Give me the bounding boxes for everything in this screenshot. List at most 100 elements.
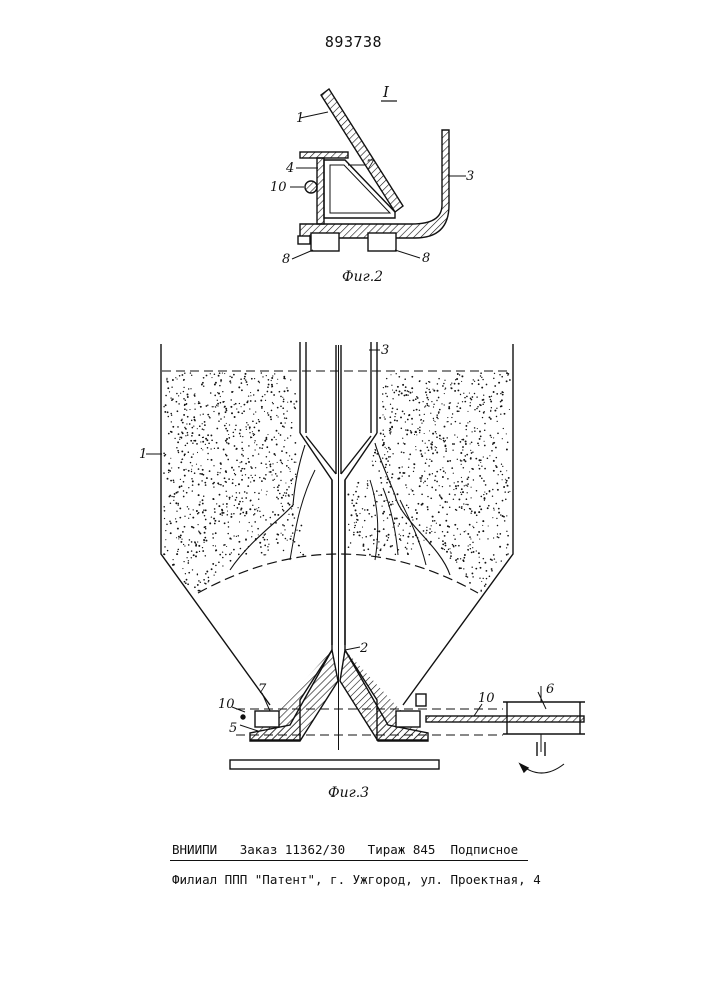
material-grain [436,417,438,419]
material-grain [211,568,213,570]
material-grain [277,542,279,544]
material-grain [373,539,375,541]
material-grain [474,430,476,432]
fig3-label-10-right: 10 [478,691,495,706]
material-grain [461,506,462,507]
material-grain [232,482,234,484]
material-grain [239,429,241,431]
material-grain [386,378,387,379]
material-grain [199,551,200,552]
material-grain [238,503,240,505]
material-grain [479,459,481,461]
material-grain [261,489,262,490]
material-grain [506,449,508,451]
material-grain [292,494,293,495]
material-grain [493,391,495,393]
material-grain [222,557,224,559]
material-grain [263,554,264,555]
material-grain [489,455,490,456]
material-grain [356,519,358,521]
material-grain [170,413,172,415]
material-grain [408,458,409,459]
material-grain [419,432,420,433]
material-grain [384,417,385,418]
material-grain [487,538,488,539]
material-grain [453,489,454,490]
fig2-bracket-flange [300,152,348,158]
material-grain [270,418,272,420]
material-grain [189,409,190,410]
material-grain [225,491,226,492]
material-grain [198,468,200,470]
material-grain [269,471,270,472]
material-grain [183,379,185,381]
material-grain [169,391,170,392]
material-grain [466,435,467,436]
material-grain [193,416,195,418]
material-grain [464,401,466,403]
material-grain [474,427,476,429]
fig3-drive-unit [503,686,585,773]
material-grain [462,446,464,448]
material-grain [461,481,463,483]
material-grain [290,435,291,436]
material-grain [493,509,494,510]
material-grain [183,398,185,400]
material-grain [211,377,212,378]
material-grain [227,514,229,516]
material-grain [184,526,186,528]
fig3-base-plate [230,760,439,769]
material-grain [482,530,484,532]
material-grain [177,551,178,552]
material-grain [214,520,216,522]
material-grain [454,434,455,435]
material-grain [165,454,167,456]
material-grain [383,433,384,434]
material-grain [398,525,399,526]
material-grain [445,387,446,388]
material-grain [220,379,222,381]
material-grain [450,551,451,552]
material-grain [386,396,388,398]
material-grain [194,403,195,404]
material-grain [205,444,206,445]
material-grain [227,511,228,512]
material-grain [163,472,165,474]
material-grain [249,432,250,433]
material-grain [439,438,440,439]
material-grain [369,554,371,556]
material-grain [178,452,179,453]
material-grain [245,379,246,380]
material-grain [206,405,208,407]
material-grain [225,454,227,456]
material-grain [465,485,467,487]
material-grain [267,546,268,547]
material-grain [205,519,207,521]
material-grain [427,405,429,407]
material-grain [498,512,500,514]
material-grain [228,443,230,445]
material-grain [166,379,167,380]
material-grain [244,404,246,406]
material-grain [426,459,427,460]
material-grain [421,455,423,457]
material-grain [261,480,263,482]
material-grain [192,484,194,486]
material-grain [213,518,215,520]
material-grain [269,464,271,466]
material-grain [426,530,428,532]
material-grain [453,473,454,474]
material-grain [497,421,498,422]
fig3-label-7: 7 [258,682,267,697]
material-grain [388,534,390,536]
material-grain [194,409,195,410]
material-grain [454,524,456,526]
material-grain [483,494,484,495]
material-grain [382,393,384,395]
material-grain [392,501,393,502]
material-grain [234,445,236,447]
material-grain [402,517,404,519]
material-grain [466,454,468,456]
material-grain [428,405,429,406]
material-grain [231,391,233,393]
